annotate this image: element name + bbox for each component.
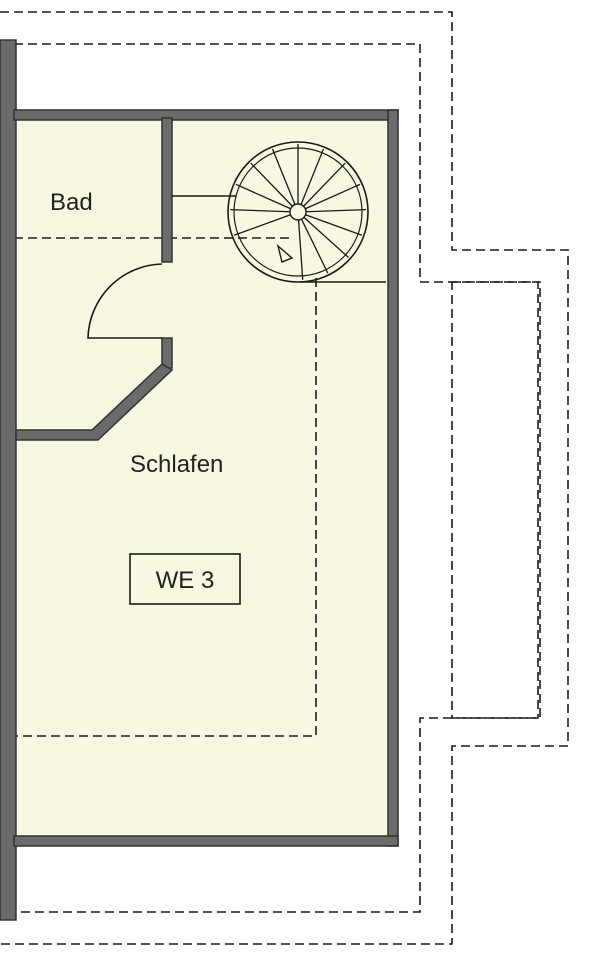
- stair-tread: [305, 183, 361, 210]
- stair-tread: [305, 214, 363, 236]
- room-label-bad: Bad: [50, 189, 93, 216]
- bath-wall-lower: [161, 337, 173, 369]
- outer-dashed-outline: [0, 11, 569, 945]
- left-wall: [0, 39, 17, 921]
- stair-tread: [271, 148, 296, 205]
- spiral-staircase: [227, 141, 369, 283]
- angled-wall: [15, 363, 174, 441]
- room-label-schlafen: Schlafen: [130, 451, 223, 478]
- stair-tread: [235, 183, 291, 210]
- right-wall: [387, 109, 399, 847]
- stair-tread: [303, 216, 349, 258]
- floor-area: [18, 118, 390, 838]
- bath-wall-upper: [161, 117, 173, 263]
- door-swing-arc: [87, 263, 163, 339]
- stair-tread: [305, 208, 366, 213]
- stair-tread: [300, 148, 325, 205]
- balcony-dashed-outline: [451, 281, 539, 719]
- stair-tread: [250, 162, 293, 207]
- stair-tread: [233, 214, 291, 236]
- unit-label: WE 3: [156, 567, 215, 594]
- bottom-wall: [13, 835, 399, 847]
- stair-tread: [230, 208, 291, 213]
- top-wall: [13, 109, 399, 121]
- inner-dashed-outline: [0, 43, 541, 913]
- stair-tread: [297, 219, 304, 280]
- unit-label-box: [129, 553, 241, 605]
- stair-tread: [303, 162, 346, 207]
- stair-tread: [300, 218, 329, 274]
